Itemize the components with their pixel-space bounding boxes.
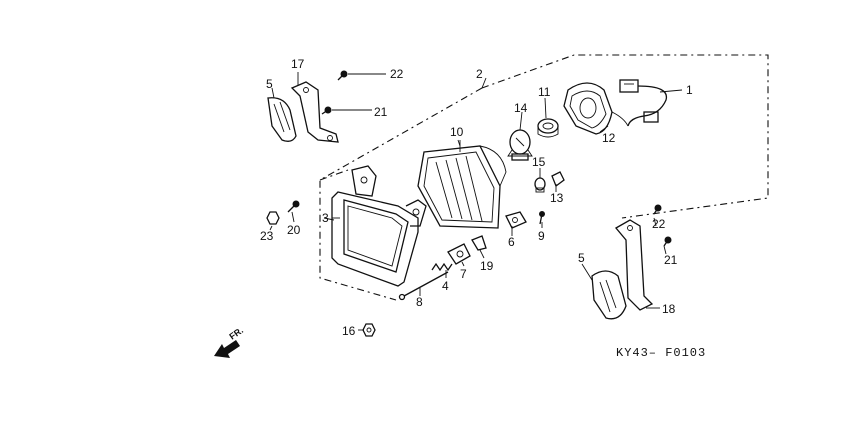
position-socket <box>551 171 565 188</box>
label-part-4: 4 <box>442 279 449 293</box>
label-part-9: 9 <box>538 229 545 243</box>
label-part-6: 6 <box>508 235 515 249</box>
adjusting-screw-8 <box>398 271 449 301</box>
clip-19 <box>471 235 487 251</box>
label-part-8: 8 <box>416 295 423 309</box>
label-part-21-lower: 21 <box>664 253 678 267</box>
reflector-right <box>591 270 627 320</box>
label-part-18: 18 <box>662 302 676 316</box>
label-part-21-upper: 21 <box>374 105 388 119</box>
front-direction-arrow-icon <box>214 340 240 358</box>
leader-lines <box>269 72 683 331</box>
label-part-2: 2 <box>476 67 483 81</box>
label-part-22-lower: 22 <box>652 217 666 231</box>
headlight-case <box>323 165 427 287</box>
label-part-5-upper: 5 <box>266 77 273 91</box>
spring-4 <box>431 262 453 272</box>
label-part-13: 13 <box>550 191 564 205</box>
assembly-boundary <box>319 54 769 301</box>
adjuster-7 <box>447 243 471 265</box>
label-part-20: 20 <box>287 223 301 237</box>
label-part-23: 23 <box>260 229 274 243</box>
position-bulb <box>534 177 546 193</box>
label-part-10: 10 <box>450 125 464 139</box>
label-part-22-upper: 22 <box>390 67 404 81</box>
diagram-code: KY43– F0103 <box>616 346 706 360</box>
bolt-20 <box>287 200 300 213</box>
direction-marker-text: FR. <box>227 325 245 342</box>
screw-9 <box>539 211 545 225</box>
label-part-11: 11 <box>538 85 551 99</box>
reflector-left <box>267 97 297 142</box>
bolt-22-lower <box>653 204 662 215</box>
clip-6 <box>505 211 527 229</box>
label-part-17: 17 <box>291 57 305 71</box>
label-part-5-lower: 5 <box>578 251 585 265</box>
label-part-1: 1 <box>686 83 693 97</box>
bolt-21-upper <box>321 106 332 115</box>
label-part-7: 7 <box>460 267 467 281</box>
label-part-19: 19 <box>480 259 494 273</box>
collar-23 <box>266 211 280 225</box>
nut-16 <box>362 323 376 337</box>
label-part-16: 16 <box>342 324 356 338</box>
label-part-15: 15 <box>532 155 546 169</box>
bulb-socket <box>537 118 559 138</box>
bolt-22-upper <box>337 70 348 81</box>
wire-harness <box>611 79 668 127</box>
label-part-14: 14 <box>514 101 528 115</box>
stay-17 <box>290 81 339 143</box>
headlight-unit <box>417 140 507 229</box>
label-part-12: 12 <box>602 131 616 145</box>
stay-18 <box>615 219 654 311</box>
dust-cover <box>563 82 613 135</box>
label-part-3: 3 <box>322 211 329 225</box>
bolt-21-lower <box>663 236 672 247</box>
headlight-bulb <box>507 129 533 161</box>
